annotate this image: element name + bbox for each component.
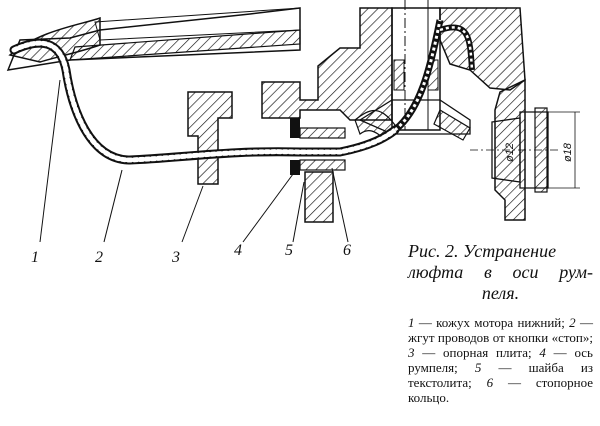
callout-5: 5	[285, 242, 293, 259]
callout-1: 1	[31, 249, 39, 266]
figure-caption: Рис. 2. Устранение люфта в оси рум- пеля…	[408, 241, 593, 304]
legend-text-2: — жгут проводов от кнопки «стоп»;	[408, 315, 593, 345]
callout-3: 3	[171, 249, 180, 266]
support-plate	[187, 91, 233, 185]
legend-num-2: 2	[569, 315, 576, 330]
dimension-annotations: ø12 ø18	[504, 111, 580, 189]
caption-line-2: люфта в оси рум-	[408, 262, 593, 282]
callout-2: 2	[95, 249, 103, 266]
legend-num-3: 3	[408, 345, 415, 360]
legend-text-4: — ось румпеля;	[408, 345, 593, 375]
callout-4: 4	[234, 242, 242, 259]
dimension-outer: ø18	[562, 142, 574, 162]
leader-lines	[39, 79, 349, 243]
motor-cover	[6, 7, 301, 71]
legend-text-3: — опорная плита;	[414, 345, 540, 360]
callout-6: 6	[343, 242, 351, 259]
legend-text-1: — кожух мотора нижний;	[414, 315, 570, 330]
caption-line-3: пеля.	[481, 283, 520, 303]
legend-num-6: 6	[486, 375, 494, 390]
figure-legend: 1 — кожух мотора нижний; 2 — жгут провод…	[408, 315, 593, 405]
legend-num-4: 4	[539, 345, 546, 360]
dimension-inner: ø12	[504, 143, 516, 162]
legend-num-5: 5	[474, 360, 482, 375]
legend-text-5: — шайба из текстолита;	[408, 360, 593, 390]
callout-labels: 1 2 3 4 5 6	[31, 242, 351, 266]
legend-num-1: 1	[408, 315, 415, 330]
legend-text-6: — стопорное кольцо.	[408, 375, 594, 405]
caption-line-1: Рис. 2. Устранение	[408, 241, 557, 261]
wire-harness	[9, 19, 475, 165]
